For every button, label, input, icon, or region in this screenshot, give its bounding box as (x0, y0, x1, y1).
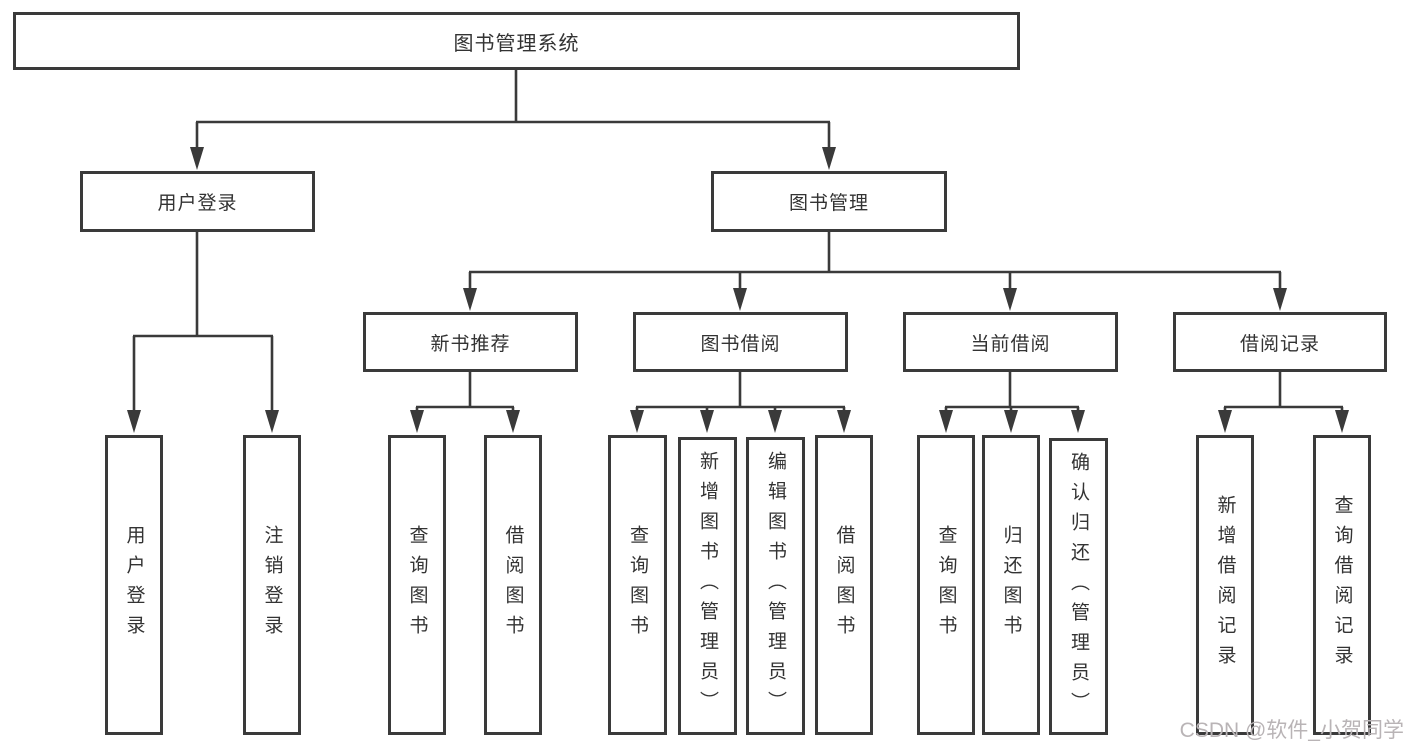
node-book-borrow: 图书借阅 (633, 312, 848, 372)
leaf-borrow-books-2: 借阅图书 (815, 435, 873, 735)
leaf-edit-books-admin-label: 编辑图书（管理员） (765, 451, 786, 721)
leaf-add-books-admin-label: 新增图书（管理员） (697, 451, 718, 721)
node-current-borrow-label: 当前借阅 (970, 333, 1051, 355)
leaf-add-books-admin: 新增图书（管理员） (678, 437, 737, 735)
node-current-borrow: 当前借阅 (903, 312, 1118, 372)
leaf-query-borrow-record: 查询借阅记录 (1313, 435, 1371, 735)
arrowheads (127, 147, 1349, 433)
node-borrow-records: 借阅记录 (1173, 312, 1387, 372)
node-new-book-recommend-label: 新书推荐 (430, 333, 511, 355)
node-book-borrow-label: 图书借阅 (700, 333, 781, 355)
node-user-login: 用户登录 (80, 171, 315, 232)
leaf-query-books-1: 查询图书 (388, 435, 446, 735)
leaf-query-books-2: 查询图书 (608, 435, 667, 735)
node-user-login-label: 用户登录 (157, 193, 238, 214)
leaf-query-books-2-label: 查询图书 (627, 525, 648, 645)
node-root-label: 图书管理系统 (453, 32, 580, 55)
node-new-book-recommend: 新书推荐 (363, 312, 578, 372)
leaf-edit-books-admin: 编辑图书（管理员） (746, 437, 805, 735)
leaf-add-borrow-record-label: 新增借阅记录 (1214, 495, 1236, 675)
node-book-management-label: 图书管理 (788, 193, 869, 214)
leaf-borrow-books-1-label: 借阅图书 (502, 525, 524, 645)
leaf-return-books: 归还图书 (982, 435, 1040, 735)
leaf-query-books-3-label: 查询图书 (935, 525, 957, 645)
leaf-query-books-3: 查询图书 (917, 435, 975, 735)
leaf-return-books-label: 归还图书 (1000, 525, 1022, 645)
node-borrow-records-label: 借阅记录 (1239, 333, 1320, 355)
leaf-query-borrow-record-label: 查询借阅记录 (1331, 495, 1353, 675)
leaf-add-borrow-record: 新增借阅记录 (1196, 435, 1254, 735)
leaf-user-login: 用户登录 (105, 435, 163, 735)
leaf-user-login-label: 用户登录 (123, 525, 145, 645)
leaf-logout: 注销登录 (243, 435, 301, 735)
leaf-logout-label: 注销登录 (261, 525, 283, 645)
leaf-confirm-return-admin: 确认归还（管理员） (1049, 438, 1108, 735)
node-root-system: 图书管理系统 (13, 12, 1020, 70)
leaf-borrow-books-2-label: 借阅图书 (833, 525, 855, 645)
node-book-management: 图书管理 (711, 171, 947, 232)
csdn-watermark: CSDN @软件_小贺同学 (1179, 719, 1404, 742)
leaf-borrow-books-1: 借阅图书 (484, 435, 542, 735)
leaf-confirm-return-admin-label: 确认归还（管理员） (1068, 451, 1089, 722)
leaf-query-books-1-label: 查询图书 (406, 525, 428, 645)
